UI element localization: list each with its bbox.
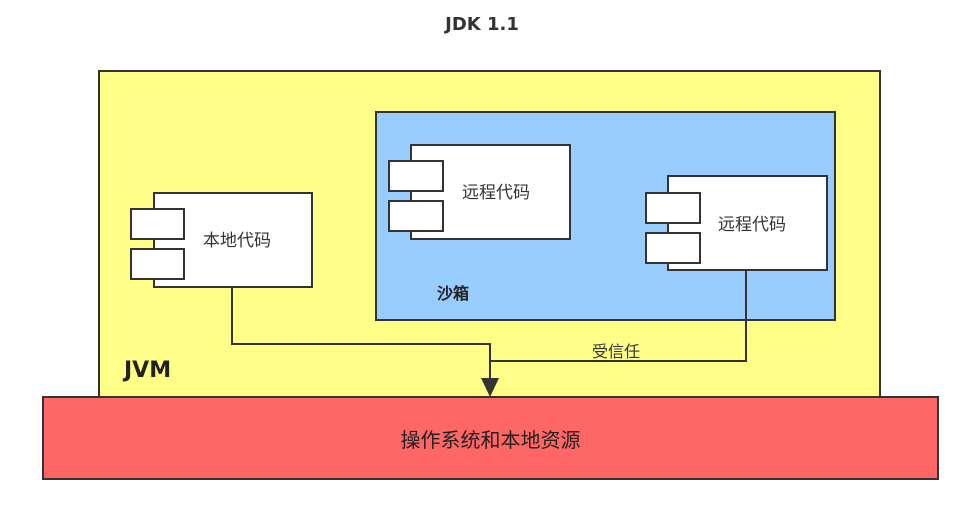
remote-code-2-label: 远程代码 [718,215,786,235]
os-resources-box: 操作系统和本地资源 [42,396,939,480]
local-code-connector [231,288,491,378]
os-resources-label: 操作系统和本地资源 [400,427,581,452]
remote-code-1-port-bottom [388,200,444,232]
local-code-label: 本地代码 [203,231,271,251]
arrow-head [481,378,499,397]
remote-code-1-label: 远程代码 [462,183,530,203]
diagram-title: JDK 1.1 [445,14,519,35]
remote-code-2-port-top [645,192,701,224]
sandbox-label: 沙箱 [437,284,470,303]
trusted-label: 受信任 [592,342,641,361]
jvm-label: JVM [124,358,172,383]
remote-code-1-port-top [388,160,444,192]
local-code-port-top [130,208,185,240]
remote-code-2-port-bottom [645,232,701,264]
local-code-port-bottom [130,248,185,280]
trusted-remote-connector [490,271,747,362]
